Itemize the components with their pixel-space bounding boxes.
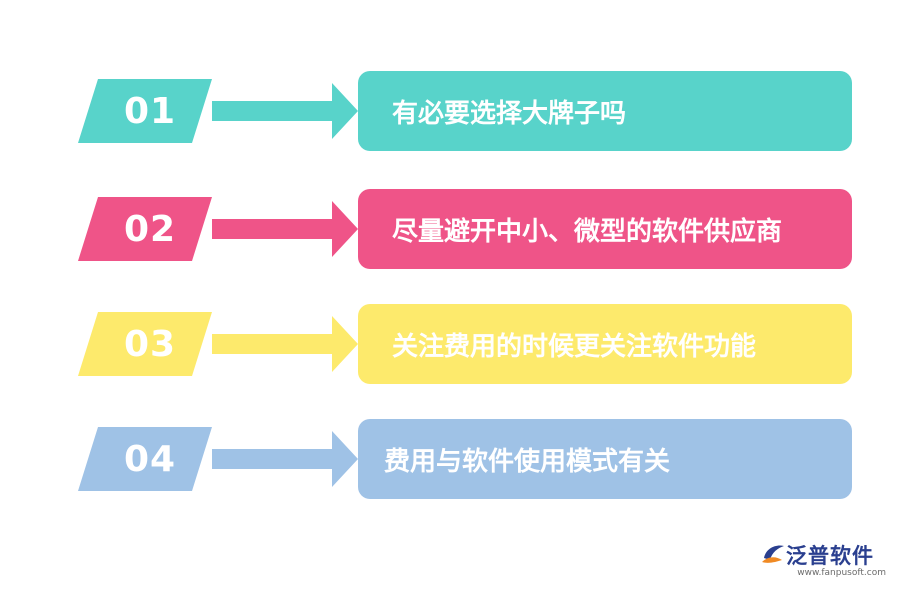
number-badge-1 bbox=[78, 79, 212, 143]
item-text: 费用与软件使用模式有关 bbox=[384, 446, 671, 477]
number-badge-4 bbox=[78, 427, 212, 491]
item-row-4: 04 费用与软件使用模式有关 bbox=[0, 419, 900, 509]
number-badge-shape bbox=[78, 197, 212, 261]
item-row-3: 03 关注费用的时候更关注软件功能 bbox=[0, 304, 900, 394]
arrow-icon bbox=[212, 316, 358, 372]
item-number: 01 bbox=[123, 90, 177, 132]
item-row-2: 02 尽量避开中小、微型的软件供应商 bbox=[0, 189, 900, 279]
item-number: 02 bbox=[123, 208, 177, 250]
arrow-icon bbox=[212, 83, 358, 139]
item-box-3: 关注费用的时候更关注软件功能 bbox=[358, 304, 852, 384]
item-box-4: 费用与软件使用模式有关 bbox=[358, 419, 852, 499]
brand-url: www.fanpusoft.com bbox=[797, 568, 886, 578]
brand-logo: 泛普软件 www.fanpusoft.com bbox=[756, 540, 886, 586]
item-box-1: 有必要选择大牌子吗 bbox=[358, 71, 852, 151]
fanpu-logo-icon bbox=[762, 545, 784, 563]
item-text: 尽量避开中小、微型的软件供应商 bbox=[392, 216, 783, 247]
item-number: 03 bbox=[123, 323, 177, 365]
number-badge-3 bbox=[78, 312, 212, 376]
number-badge-2 bbox=[78, 197, 212, 261]
number-badge-shape bbox=[78, 312, 212, 376]
item-row-1: 01 有必要选择大牌子吗 bbox=[0, 71, 900, 161]
item-number: 04 bbox=[123, 438, 177, 480]
brand-name: 泛普软件 bbox=[786, 544, 874, 568]
number-badge-shape bbox=[78, 79, 212, 143]
arrow-icon bbox=[212, 431, 358, 487]
item-box-2: 尽量避开中小、微型的软件供应商 bbox=[358, 189, 852, 269]
item-text: 关注费用的时候更关注软件功能 bbox=[392, 331, 757, 362]
arrow-icon bbox=[212, 201, 358, 257]
number-badge-shape bbox=[78, 427, 212, 491]
item-text: 有必要选择大牌子吗 bbox=[392, 98, 627, 129]
